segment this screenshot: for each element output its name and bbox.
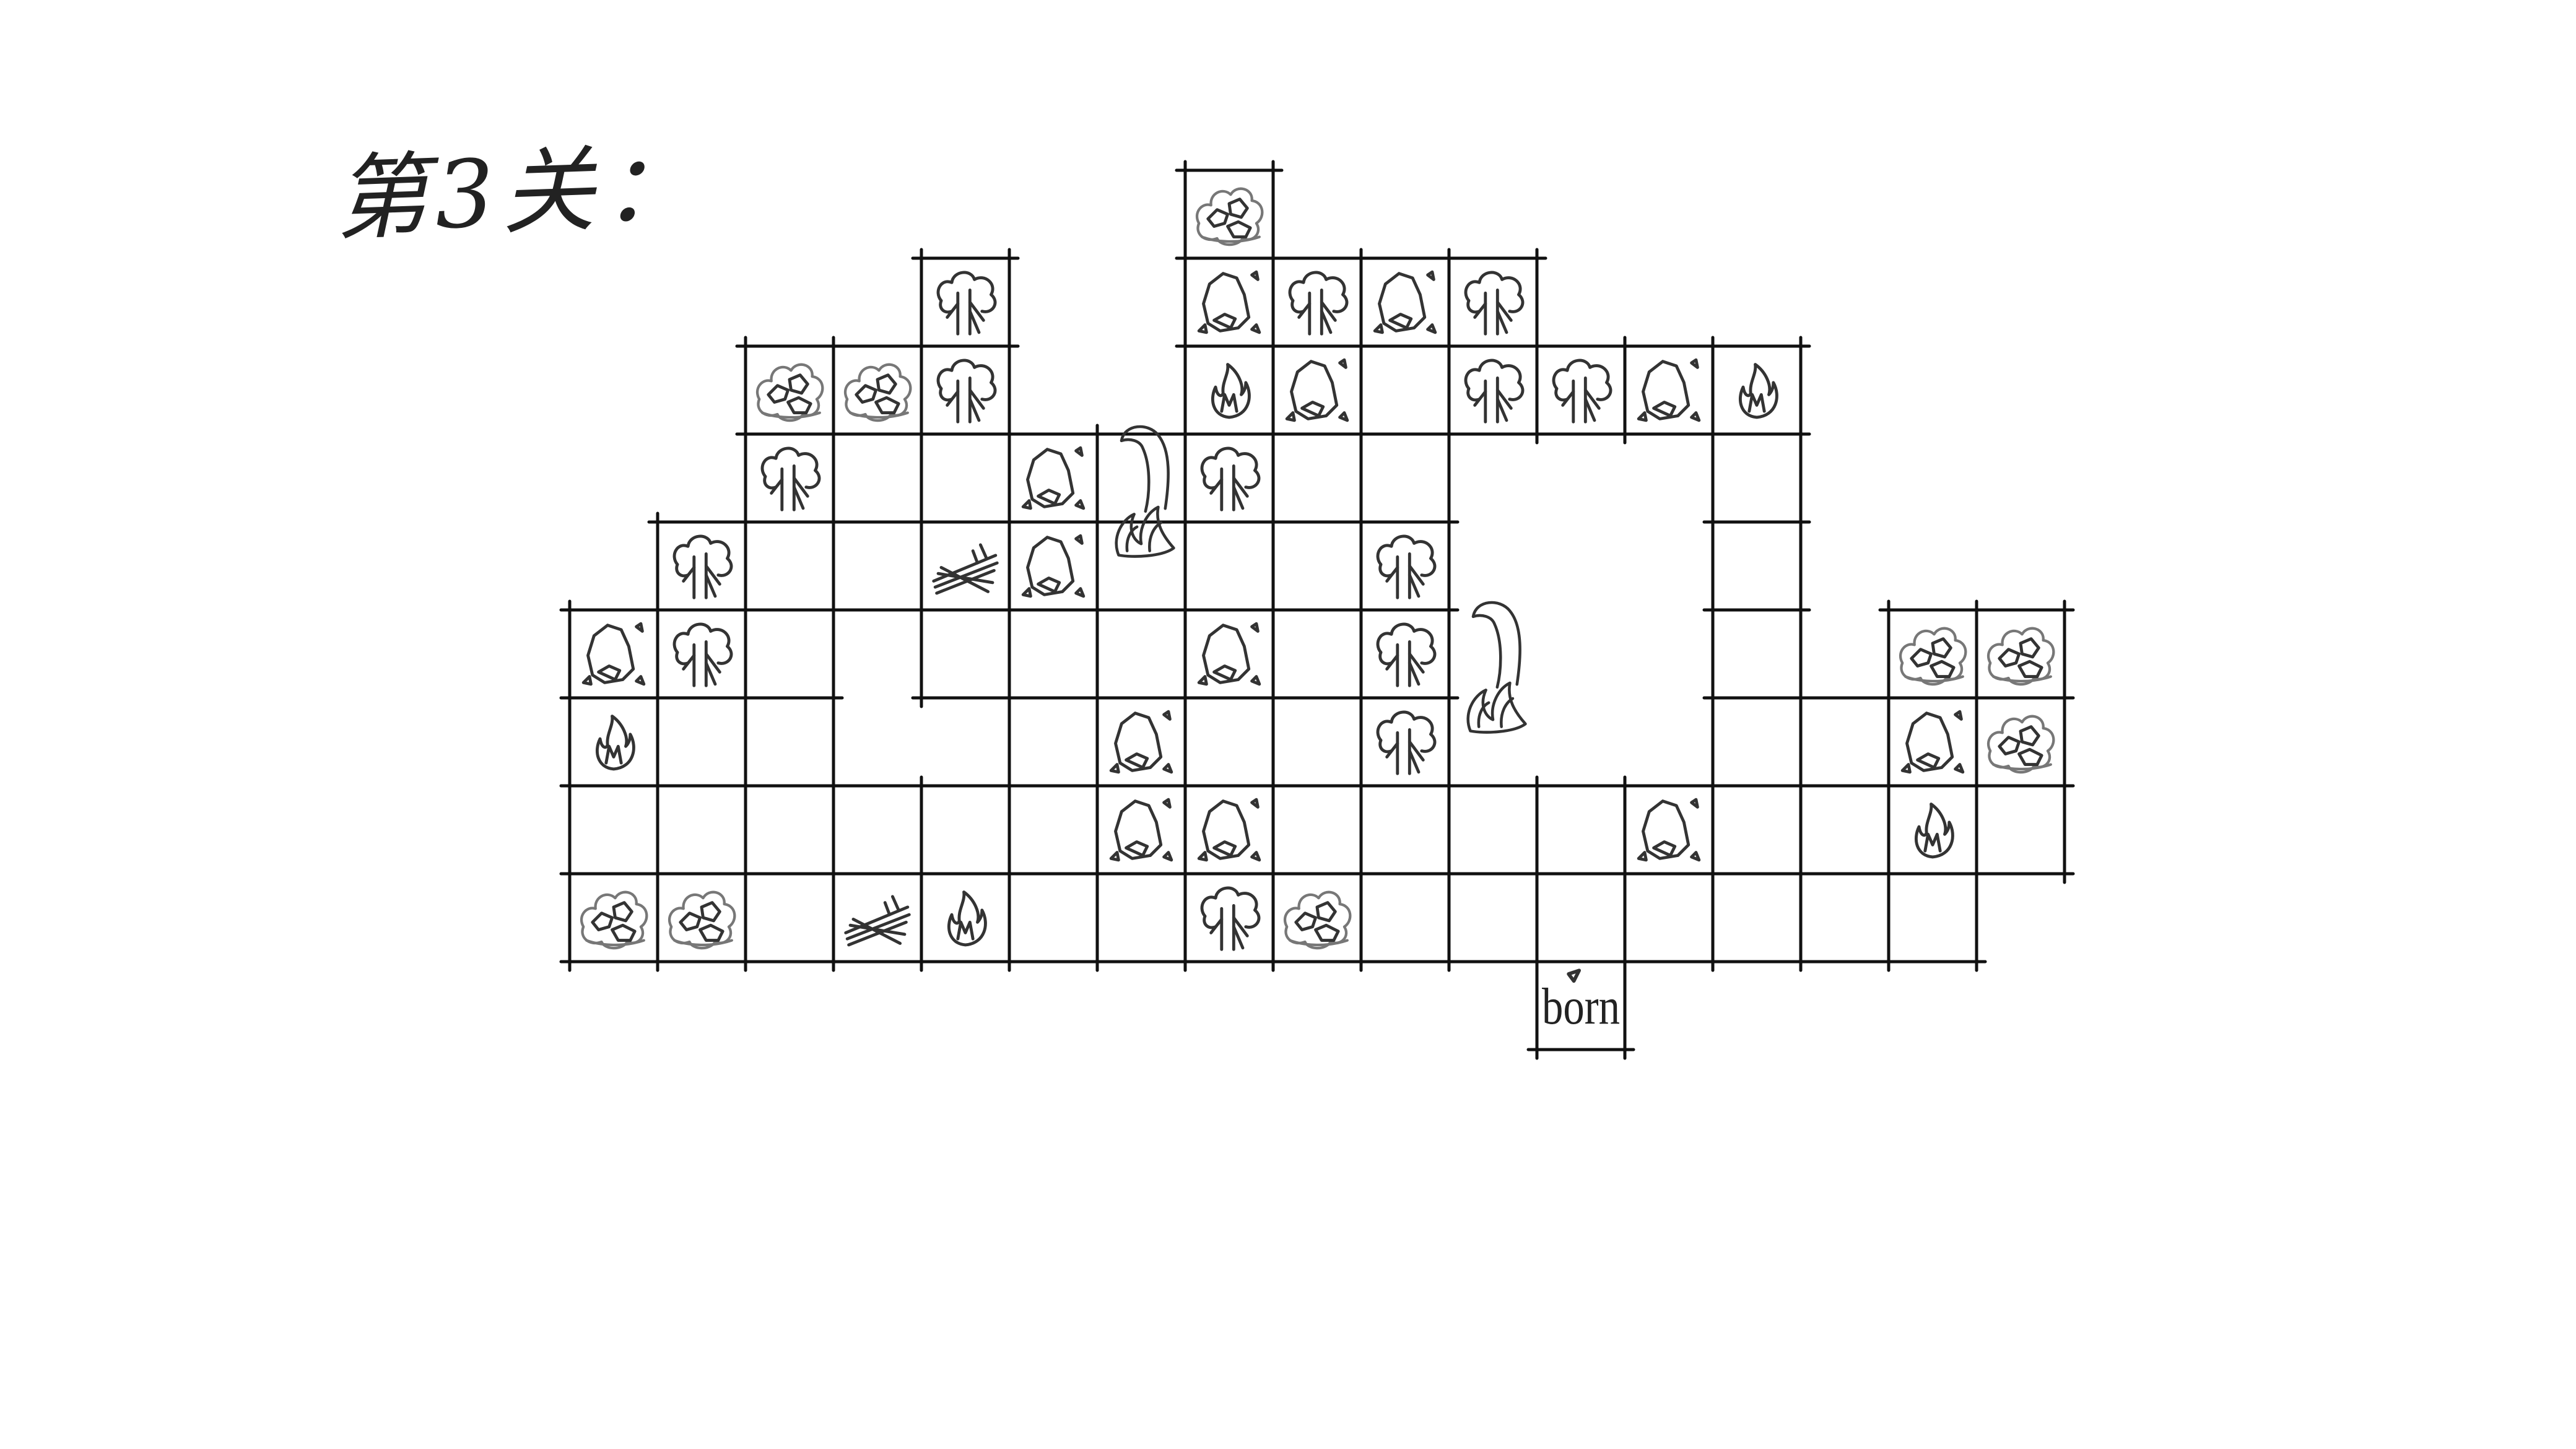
grid-cell bbox=[1713, 786, 1801, 874]
grid-cell bbox=[921, 522, 1009, 610]
grid-cell bbox=[746, 698, 833, 786]
grid-cell bbox=[1273, 522, 1361, 610]
grid-cell bbox=[1537, 874, 1625, 962]
grid-cell bbox=[1273, 434, 1361, 522]
grid-cell bbox=[1009, 786, 1097, 874]
grid-cells bbox=[561, 162, 2073, 1058]
grid-cell bbox=[1185, 346, 1273, 434]
grid-cell bbox=[1097, 874, 1185, 962]
grid-cell bbox=[746, 874, 833, 962]
grid-cell bbox=[921, 434, 1009, 522]
grid-cell bbox=[921, 874, 1009, 962]
grid-cell bbox=[1361, 346, 1449, 434]
grid-cell bbox=[921, 610, 1009, 698]
grid-cell bbox=[658, 786, 746, 874]
grid-cell bbox=[1537, 786, 1625, 874]
grid-cell bbox=[1713, 522, 1801, 610]
grid-cell bbox=[1889, 786, 1977, 874]
grid-cell bbox=[1449, 786, 1537, 874]
grid-cell bbox=[1361, 434, 1449, 522]
spawn-label: born bbox=[1542, 978, 1620, 1035]
grid-cell bbox=[658, 698, 746, 786]
grid-cell bbox=[1713, 346, 1801, 434]
grid-cell bbox=[1185, 522, 1273, 610]
grid-cell bbox=[1361, 874, 1449, 962]
grid-cell bbox=[746, 522, 833, 610]
grid-cell bbox=[1449, 874, 1537, 962]
grid-cell bbox=[833, 434, 921, 522]
grid-cell bbox=[1801, 698, 1889, 786]
grid-cell bbox=[1713, 874, 1801, 962]
grid-cell bbox=[1273, 698, 1361, 786]
grid-cell bbox=[1097, 610, 1185, 698]
snake-icon bbox=[1468, 603, 1526, 733]
grid-cell bbox=[1977, 786, 2065, 874]
grid-cell bbox=[1273, 610, 1361, 698]
grid-cell bbox=[1889, 874, 1977, 962]
grid-cell bbox=[746, 786, 833, 874]
grid-cell bbox=[1801, 786, 1889, 874]
grid-cell bbox=[1713, 434, 1801, 522]
spawn-tile: born bbox=[1542, 970, 1620, 1035]
grid-cell bbox=[833, 786, 921, 874]
grid-cell bbox=[921, 786, 1009, 874]
grid-cell bbox=[1801, 874, 1889, 962]
grid-cell bbox=[1273, 786, 1361, 874]
grid-cell bbox=[746, 610, 833, 698]
grid-cell bbox=[833, 522, 921, 610]
grid-cell bbox=[1009, 698, 1097, 786]
grid-cell bbox=[1185, 698, 1273, 786]
grid-cell bbox=[1009, 874, 1097, 962]
grid-cell bbox=[570, 786, 658, 874]
grid-cell bbox=[1625, 874, 1713, 962]
grid-cell bbox=[1009, 610, 1097, 698]
grid-cell bbox=[1713, 610, 1801, 698]
grid-cell bbox=[570, 698, 658, 786]
grid-cell bbox=[833, 874, 921, 962]
grid-cell bbox=[1713, 698, 1801, 786]
